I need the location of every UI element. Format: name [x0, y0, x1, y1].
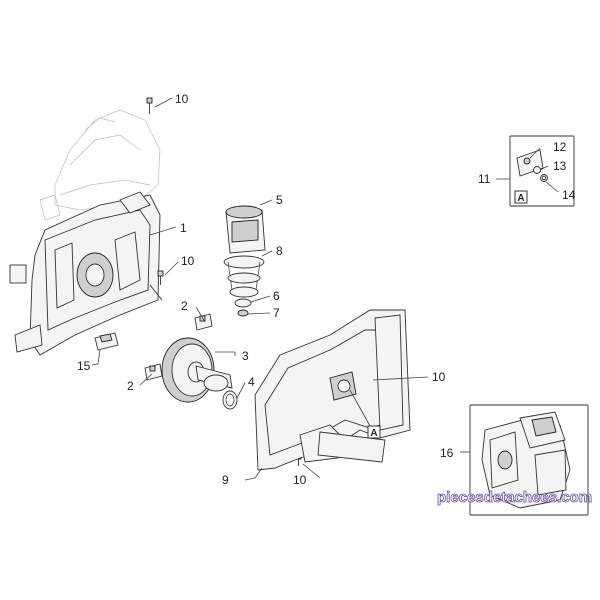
part-9-side-cover: [254, 309, 411, 471]
callout-3: 3: [242, 349, 249, 363]
callout-6: 6: [273, 289, 280, 303]
main-reference-label: A: [349, 389, 381, 439]
ghost-housing-outline: [39, 109, 161, 221]
callout-11: 11: [478, 172, 491, 186]
callout-5: 5: [276, 193, 283, 207]
inset-reference-label: A: [514, 190, 528, 204]
callout-10-right: 10: [432, 370, 446, 384]
part-10-screw-mid: [157, 270, 164, 285]
part-6-seal: [234, 298, 252, 308]
callout-8: 8: [276, 244, 283, 258]
part-10-screw-top: [146, 97, 153, 114]
callout-10-mid: 10: [181, 254, 195, 268]
callout-2-lower: 2: [127, 379, 134, 393]
part-16-complete-unit: [469, 404, 589, 516]
callout-14: 14: [562, 188, 576, 202]
callout-7: 7: [273, 306, 280, 320]
part-1-main-frame: [9, 191, 163, 356]
part-3-gear-wheel: [161, 337, 233, 403]
callout-13: 13: [553, 159, 567, 173]
callout-15: 15: [77, 359, 91, 373]
callout-16: 16: [440, 446, 454, 460]
part-2-microswitch-upper: [194, 313, 213, 331]
svg-text:A: A: [517, 193, 524, 204]
watermark-text: piecesdetachees.com: [437, 489, 592, 506]
callout-2-upper: 2: [181, 299, 188, 313]
callout-10-top: 10: [175, 92, 189, 106]
part-15-switch: [94, 332, 119, 351]
callout-4: 4: [248, 375, 255, 389]
svg-text:A: A: [370, 428, 377, 439]
callout-numbers: 10 1 10 2 2 15 3 4 5 8 6 7 9 10 10 11 12…: [77, 92, 576, 487]
callout-10-bottom: 10: [293, 473, 307, 487]
leader-lines: [91, 97, 559, 481]
part-8-spring-housing: [223, 255, 265, 298]
part-4-o-ring: [222, 390, 238, 410]
callout-1: 1: [180, 221, 187, 235]
callout-9: 9: [222, 473, 229, 487]
callout-12: 12: [553, 140, 567, 154]
part-5-motor: [225, 205, 266, 254]
inset-detail-a: [509, 135, 575, 207]
part-7-small-ring: [237, 309, 249, 317]
